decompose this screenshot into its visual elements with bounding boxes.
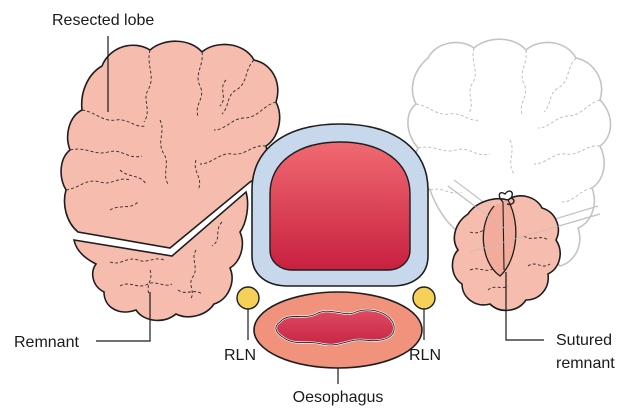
label-rln-right: RLN <box>409 347 441 364</box>
label-remnant-right: remnant <box>556 355 615 372</box>
rln-right-nerve <box>413 287 435 309</box>
trachea <box>252 124 428 286</box>
label-oesophagus: Oesophagus <box>293 389 384 406</box>
rln-left-nerve <box>237 287 259 309</box>
label-rln-left: RLN <box>224 347 256 364</box>
label-sutured: Sutured <box>556 332 612 349</box>
label-resected-lobe: Resected lobe <box>52 12 154 29</box>
label-remnant: Remnant <box>14 334 79 351</box>
trachea-lumen <box>270 142 410 270</box>
oesophagus <box>254 292 422 368</box>
sutured-remnant <box>448 186 600 310</box>
